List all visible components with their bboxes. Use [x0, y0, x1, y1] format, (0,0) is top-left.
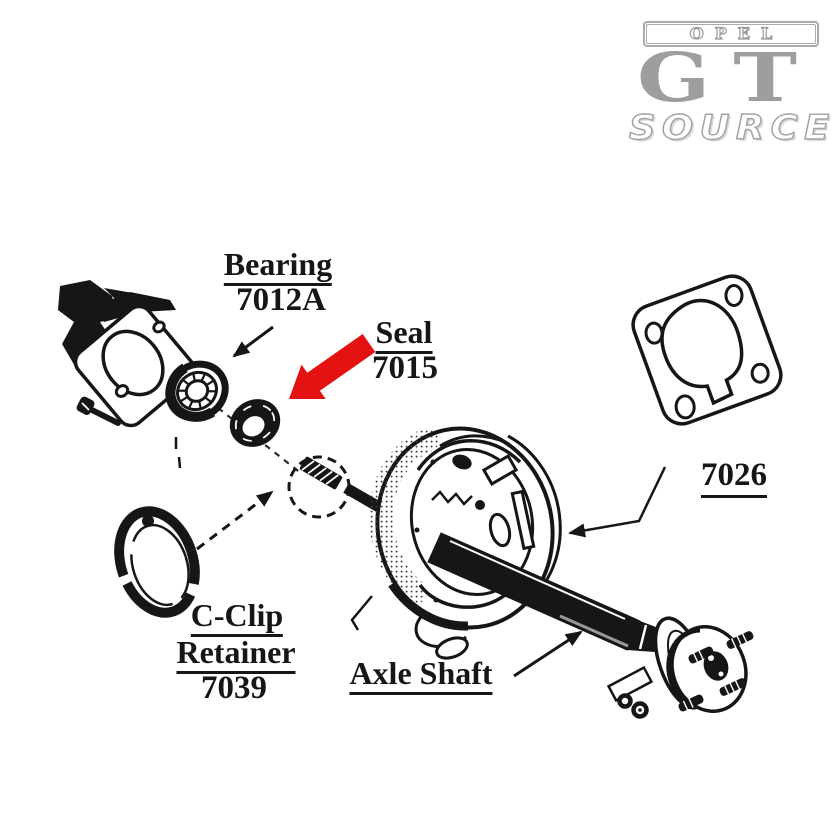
logo-opel-badge-inner: OPEL	[646, 24, 816, 44]
logo-model-text: GT	[637, 38, 821, 117]
axle-shaft-label: Axle Shaft	[349, 657, 493, 695]
seal-callout-red-arrow	[289, 334, 376, 399]
gasket-number: 7026	[701, 459, 767, 498]
cclip-retainer-part	[114, 506, 200, 618]
axle-hub	[653, 616, 754, 713]
cclip-label-line1: C-Clip	[190, 599, 284, 637]
seal-part	[229, 399, 281, 447]
logo-suffix-text: SOURCE	[628, 108, 836, 148]
axle-shaft-callout-arrow	[513, 630, 583, 678]
wheel-studs	[678, 631, 754, 712]
cclip-number: 7039	[201, 670, 267, 706]
flange-bolt	[76, 396, 121, 426]
cclip-groove-marker-circle	[287, 455, 351, 519]
cclip-label-line2: Retainer	[176, 636, 296, 674]
bearing-callout-arrow	[232, 325, 274, 358]
bearing-label: Bearing	[223, 248, 333, 286]
seal-number: 7015	[372, 350, 438, 386]
cclip-groove-dashed-arrow	[196, 490, 274, 551]
gasket-callout-arrow	[568, 466, 667, 538]
axle-shaft-body	[427, 532, 661, 652]
housing-flange	[73, 304, 197, 469]
assembly-centerline	[151, 355, 303, 475]
seal-label: Seal	[375, 316, 433, 354]
brake-backing-plate	[350, 426, 562, 660]
gasket-part	[631, 274, 783, 426]
bearing-part	[165, 360, 229, 422]
bearing-number: 7012A	[236, 282, 326, 318]
logo-brand-text: OPEL	[689, 24, 784, 43]
logo-opel-badge: OPEL	[643, 21, 819, 47]
axle-spline-end	[299, 456, 347, 493]
hub-small-hardware	[606, 665, 654, 719]
